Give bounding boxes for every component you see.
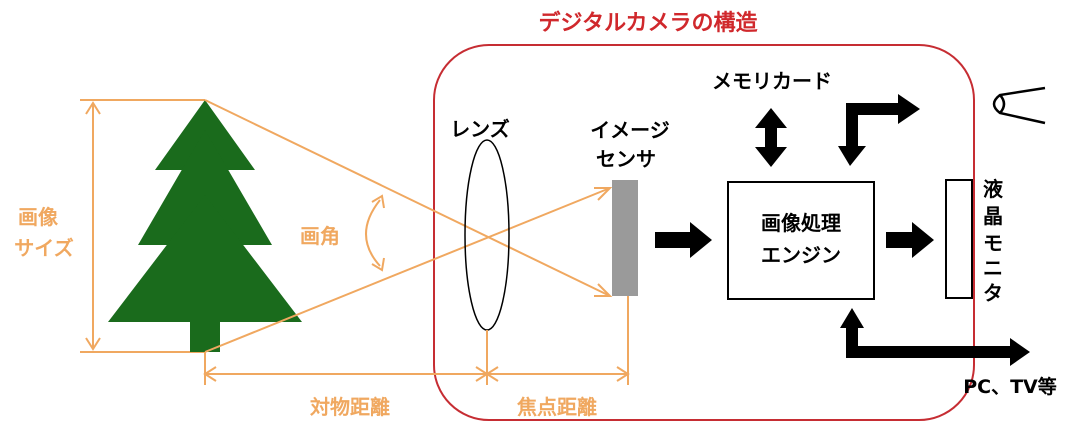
distance-dimensions [203, 296, 630, 385]
engine-label-line2: エンジン [761, 243, 841, 267]
engine-to-lcd-arrow [886, 222, 934, 258]
engine-to-pc-tv-arrow [840, 308, 1030, 366]
image-sensor [612, 180, 638, 296]
image-size-dimension [80, 99, 205, 353]
sensor-label-line1: イメージ [590, 118, 670, 142]
lcd-monitor [945, 179, 973, 299]
engine-label-line1: 画像処理 [761, 211, 841, 235]
lcd-label-char: 液 [983, 177, 1004, 201]
lcd-monitor-label: 液 晶 モ ニ タ [983, 177, 1004, 305]
image-size-label-line1: 画像 [18, 205, 59, 229]
lens-label: レンズ [450, 117, 510, 141]
output-label: PC、TV等 [963, 375, 1057, 398]
sensor-to-engine-arrow [655, 222, 712, 258]
diagram-title: デジタルカメラの構造 [539, 10, 758, 36]
lcd-label-char: タ [983, 281, 1003, 305]
memory-card-arrow [755, 108, 787, 167]
angle-of-view-label: 画角 [300, 224, 340, 248]
lens-shape [464, 139, 510, 331]
tree-subject [108, 100, 302, 352]
camera-body-outline [433, 44, 975, 421]
image-processing-engine [727, 181, 875, 300]
memory-card-label: メモリカード [712, 69, 832, 93]
lcd-label-char: モ [983, 231, 1003, 255]
eye-icon [992, 86, 1046, 125]
light-rays [204, 99, 613, 353]
engine-to-eye-arrow [838, 94, 920, 166]
image-size-label-line2: サイズ [14, 236, 73, 260]
sensor-label-line2: センサ [596, 147, 656, 171]
angle-arc [365, 194, 385, 272]
lcd-label-char: ニ [983, 256, 1003, 280]
lcd-label-char: 晶 [983, 204, 1003, 228]
object-distance-label: 対物距離 [309, 395, 390, 419]
focal-distance-label: 焦点距離 [517, 395, 597, 419]
